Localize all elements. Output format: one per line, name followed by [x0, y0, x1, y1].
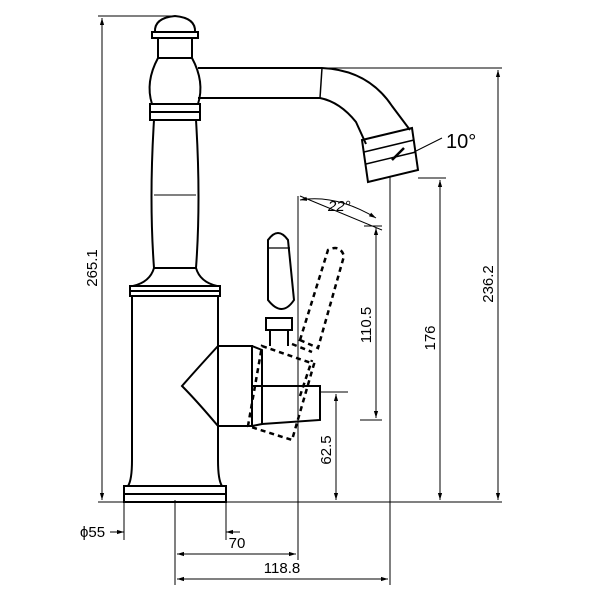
dim-lever-reach: 70: [229, 535, 246, 552]
column-flare: [132, 267, 218, 287]
finial-knob: [153, 14, 197, 33]
handle-grip: [267, 232, 296, 310]
column-bulb: [148, 57, 202, 105]
dim-spout-height: 236.2: [480, 265, 497, 303]
angle-outlet-tilt: 10°: [446, 131, 476, 153]
dim-total-height: 265.1: [84, 249, 101, 287]
angle-handle-swing: 22°: [327, 198, 351, 215]
upper-neck: [157, 38, 193, 58]
dim-spout-reach: 118.8: [264, 560, 300, 577]
lever-hub: [180, 345, 253, 427]
tap-outline: [123, 14, 420, 503]
dim-base-diameter: ϕ55: [80, 524, 105, 541]
dim-outlet-height: 176: [422, 325, 439, 350]
main-body: [127, 296, 223, 487]
lever-swung-position: [246, 246, 346, 442]
finial-collar: [151, 31, 199, 39]
dim-lever-axis-height: 62.5: [318, 435, 335, 464]
aerator: [360, 126, 420, 184]
dim-handle-height: 110.5: [358, 307, 375, 343]
dimension-lines: [98, 15, 502, 585]
handle-stem: [269, 330, 289, 346]
spout-bottom: [198, 97, 367, 145]
column-shaft: [150, 119, 200, 269]
